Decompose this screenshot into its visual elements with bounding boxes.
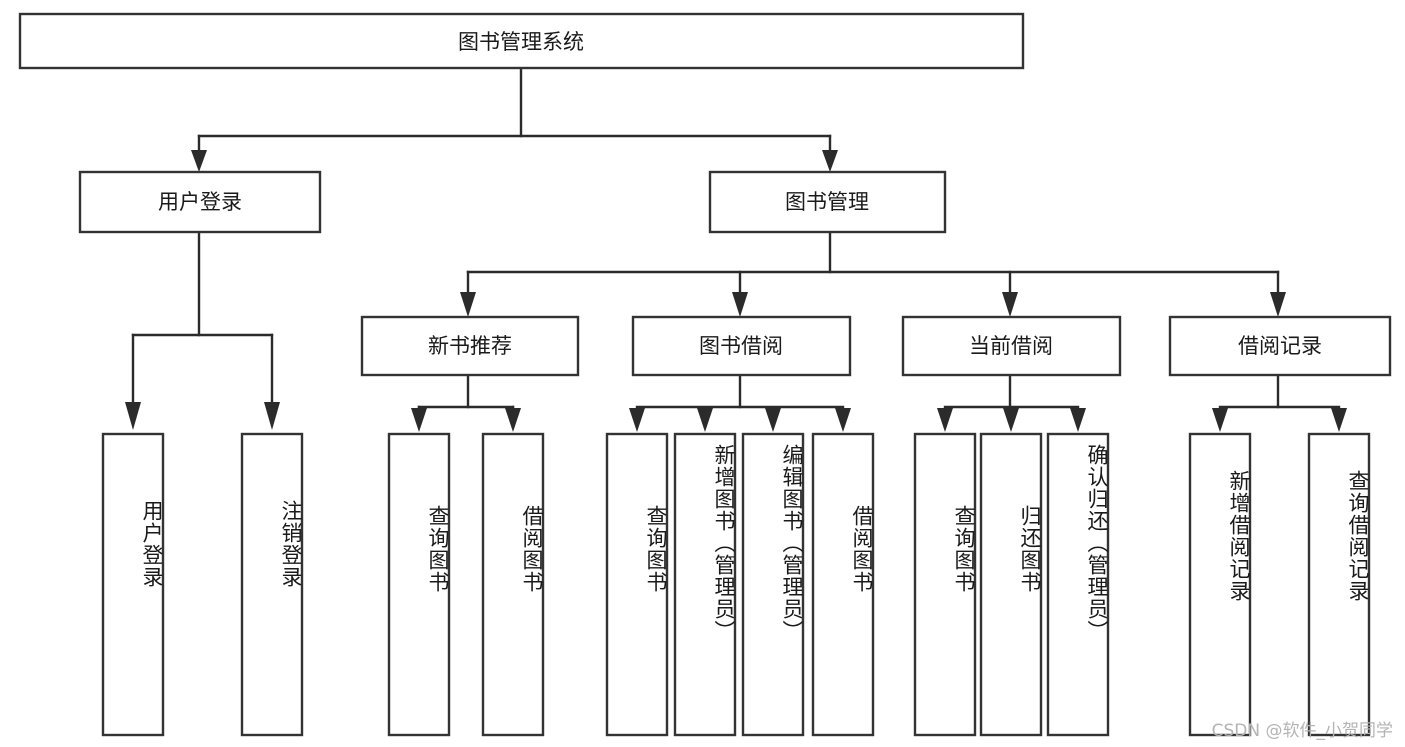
label-book-management: 图书管理	[785, 190, 869, 214]
leaf-box-cb-query-book[interactable]	[913, 432, 977, 737]
node-book-management-box[interactable]	[708, 170, 947, 234]
leaf-box-bb-edit-book[interactable]	[741, 432, 805, 737]
node-book-borrow-box[interactable]	[631, 315, 852, 377]
arrow-book-mgmt	[822, 150, 838, 172]
node-new-book-recommend-box[interactable]	[360, 315, 580, 377]
node-user-login-box[interactable]	[78, 170, 322, 234]
label-book-borrow: 图书借阅	[699, 334, 783, 358]
arrow-cb-confirm-return	[1070, 408, 1086, 432]
arrow-br-query-record	[1331, 408, 1347, 432]
label-current-borrow: 当前借阅	[969, 334, 1053, 358]
node-layer	[18, 12, 1392, 737]
arrow-bb-add-book	[697, 408, 713, 432]
arrow-leaf-logout	[264, 402, 280, 430]
leaf-box-br-query-record[interactable]	[1307, 432, 1371, 737]
arrow-nb-query-book	[411, 408, 427, 432]
node-root-box[interactable]	[18, 12, 1025, 70]
arrow-l2-borrow-record	[1270, 292, 1286, 317]
label-new-book-recommend: 新书推荐	[428, 334, 512, 358]
arrow-user-login	[191, 150, 207, 172]
leaf-box-bb-query-book[interactable]	[605, 432, 669, 737]
arrow-leaf-user-login	[125, 402, 141, 430]
leaf-box-user-login[interactable]	[101, 432, 165, 737]
arrow-bb-query-book	[629, 408, 645, 432]
arrow-nb-borrow-book	[505, 408, 521, 432]
leaf-box-bb-add-book[interactable]	[673, 432, 737, 737]
leaf-box-cb-return-book[interactable]	[979, 432, 1043, 737]
label-user-login: 用户登录	[158, 190, 242, 214]
arrow-bb-edit-book	[765, 408, 781, 432]
arrow-cb-return-book	[1003, 408, 1019, 432]
connector-layer	[125, 66, 1347, 432]
arrow-cb-query-book	[937, 408, 953, 432]
node-borrow-record-box[interactable]	[1168, 315, 1392, 377]
label-borrow-record: 借阅记录	[1238, 334, 1322, 358]
csdn-watermark: CSDN @软件_小贺同学	[1211, 721, 1393, 741]
label-root: 图书管理系统	[458, 30, 584, 54]
leaf-box-br-add-record[interactable]	[1188, 432, 1252, 737]
arrow-bb-borrow-book	[835, 408, 851, 432]
leaf-box-nb-query-book[interactable]	[387, 432, 451, 737]
arrow-l2-new-book	[460, 292, 476, 317]
arrow-br-add-record	[1212, 408, 1228, 432]
leaf-box-bb-borrow-book[interactable]	[811, 432, 875, 737]
node-current-borrow-box[interactable]	[901, 315, 1122, 377]
leaf-box-nb-borrow-book[interactable]	[481, 432, 545, 737]
arrow-l2-current-borrow	[1002, 292, 1018, 317]
horizontal-label-layer: 图书管理系统 用户登录 图书管理 新书推荐 图书借阅 当前借阅 借阅记录	[158, 30, 1322, 358]
leaf-box-cb-confirm-return[interactable]	[1046, 432, 1110, 737]
arrow-l2-book-borrow	[732, 292, 748, 317]
leaf-box-logout[interactable]	[240, 432, 304, 737]
